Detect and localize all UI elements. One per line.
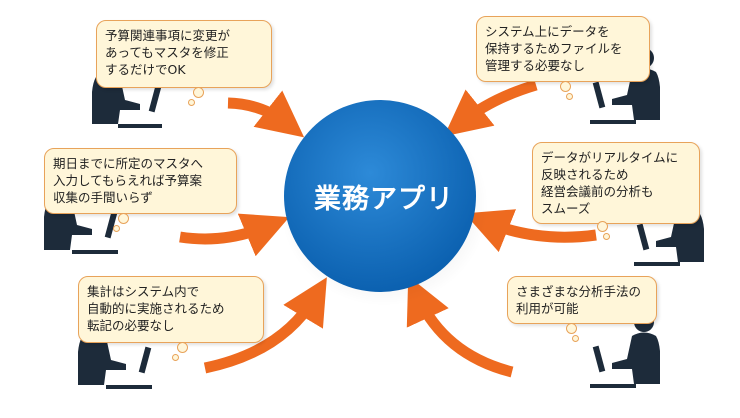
arrows [179,79,597,378]
bubble-line: データがリアルタイムに [541,150,679,165]
arrow-mid-left [179,213,290,257]
arrow-mid-right [464,209,597,253]
thought-dot [597,221,608,232]
arrow-bottom-left [203,277,327,374]
center-label: 業務アプリ [314,183,454,215]
thought-dot [566,93,573,100]
thought-dot [177,342,188,353]
bubble-line: 管理する必要なし [485,58,586,73]
bubble-line: さまざまな分析手法の [516,284,642,299]
bubble-line: 反映されるため [541,167,629,182]
bubble-line: 入力してもらえれば予算案 [53,173,203,188]
central-circle [284,100,476,292]
bubble-line: 集計はシステム内で [87,284,200,299]
bubble-bottom-left: 集計はシステム内で 自動的に実施されるため 転記の必要なし [78,276,264,343]
thought-dot [560,81,571,92]
bubble-line: するだけでOK [105,62,186,77]
bubble-line: 経営会議前の分析も [541,184,654,199]
arrow-top-left [227,90,305,138]
arrow-bottom-right [406,276,514,378]
bubble-line: 自動的に実施されるため [87,301,225,316]
bubble-line: スムーズ [541,201,591,216]
bubble-mid-right: データがリアルタイムに 反映されるため 経営会議前の分析も スムーズ [532,142,700,224]
bubble-line: 期日までに所定のマスタへ [53,156,204,171]
bubble-line: あってもマスタを修正 [105,45,229,60]
bubble-line: システム上にデータを [485,24,610,39]
thought-dot [603,233,610,240]
thought-dot [566,323,577,334]
thought-dot [118,213,129,224]
bubble-bottom-right: さまざまな分析手法の 利用が可能 [507,276,657,324]
bubble-line: 転記の必要なし [87,318,175,333]
thought-dot [113,225,120,232]
bubble-line: 収集の手間いらず [53,190,153,205]
bubble-top-right: システム上にデータを 保持するためファイルを 管理する必要なし [476,16,650,82]
arrow-top-right [443,79,538,137]
thought-dot [172,354,179,361]
bubble-top-left: 予算関連事項に変更が あってもマスタを修正 するだけでOK [96,20,272,88]
bubble-line: 保持するためファイルを [485,41,623,56]
thought-dot [572,335,579,342]
thought-dot [193,87,204,98]
bubble-mid-left: 期日までに所定のマスタへ 入力してもらえれば予算案 収集の手間いらず [44,148,237,214]
bubble-line: 予算関連事項に変更が [105,28,231,43]
thought-dot [188,99,195,106]
bubble-line: 利用が可能 [516,301,579,316]
